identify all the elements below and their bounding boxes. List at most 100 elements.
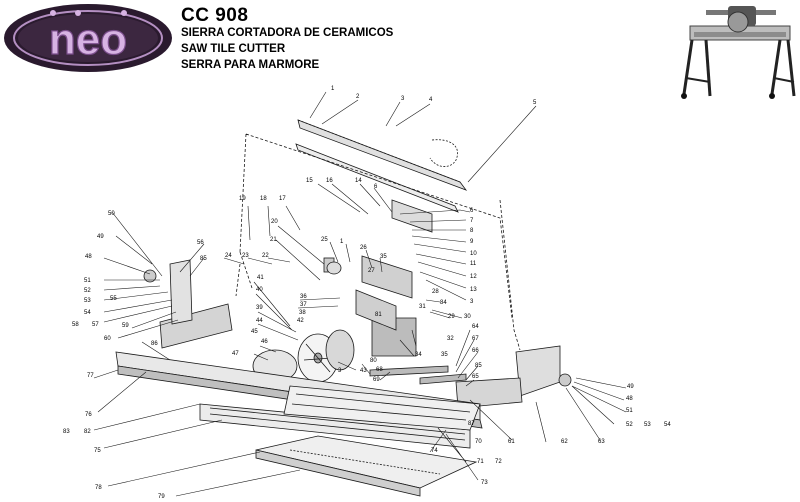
part-label: 75 [94, 448, 101, 454]
part-label: 38 [299, 310, 306, 316]
part-label: 70 [475, 439, 482, 445]
title-portuguese: SERRA PARA MARMORE [181, 59, 320, 71]
part-label: 49 [627, 384, 634, 390]
part-label: 13 [470, 287, 477, 293]
part-label: 41 [257, 275, 264, 281]
part-label: 19 [239, 196, 246, 202]
part-label: 55 [110, 296, 117, 302]
part-label: 17 [279, 196, 286, 202]
part-label: 71 [477, 459, 484, 465]
part-label: 32 [447, 336, 454, 342]
part-label: 48 [85, 254, 92, 260]
part-label: 48 [626, 396, 633, 402]
part-label: 7 [470, 218, 474, 224]
part-label: 1 [331, 86, 335, 92]
part-label: 84 [440, 300, 447, 306]
part-label: 8 [470, 228, 474, 234]
neo-logo: neo [4, 4, 172, 72]
part-label: 83 [63, 429, 70, 435]
part-label: 58 [72, 322, 79, 328]
part-label: 6 [470, 208, 474, 214]
part-label: 50 [108, 211, 115, 217]
part-label: 28 [432, 289, 439, 295]
part-label: 46 [261, 339, 268, 345]
part-label: 62 [561, 439, 568, 445]
part-label: 59 [122, 323, 129, 329]
part-label: 3 [470, 299, 474, 305]
part-label: 81 [375, 312, 382, 318]
part-label: 29 [448, 314, 455, 320]
part-label: 78 [95, 485, 102, 491]
part-label: 69 [373, 377, 380, 383]
tile-saw-product-image [681, 6, 796, 99]
part-label: 31 [419, 304, 426, 310]
part-label: 53 [84, 298, 91, 304]
part-label: 57 [92, 322, 99, 328]
part-label: 42 [297, 318, 304, 324]
part-label: 64 [472, 324, 479, 330]
part-label: 24 [225, 253, 232, 259]
part-label: 52 [626, 422, 633, 428]
part-label: 30 [464, 314, 471, 320]
part-label: 5 [533, 100, 537, 106]
part-label: 67 [472, 336, 479, 342]
machine-drawing [115, 119, 572, 497]
part-label: 53 [644, 422, 651, 428]
part-label: 44 [256, 318, 263, 324]
part-label: 47 [232, 351, 239, 357]
part-label: 26 [360, 245, 367, 251]
part-label: 3 [401, 96, 405, 102]
part-label: 1 [340, 239, 344, 245]
part-label: 79 [158, 494, 165, 500]
part-label: 27 [368, 268, 375, 274]
part-label: 49 [97, 234, 104, 240]
part-label: 21 [270, 237, 277, 243]
part-label: 72 [495, 459, 502, 465]
part-label: 80 [370, 358, 377, 364]
part-label: 61 [508, 439, 515, 445]
part-label: 65 [472, 374, 479, 380]
part-label: 18 [260, 196, 267, 202]
part-label: 2 [356, 94, 360, 100]
part-label: 35 [380, 254, 387, 260]
part-label: 39 [256, 305, 263, 311]
part-label: 51 [626, 408, 633, 414]
part-label: 14 [355, 178, 362, 184]
part-label: 76 [85, 412, 92, 418]
part-label: 87 [468, 421, 475, 427]
brand-text: neo [49, 15, 127, 64]
part-label: 43 [360, 368, 367, 374]
part-label: 6 [374, 184, 378, 190]
part-label: 22 [262, 253, 269, 259]
part-label: 34 [415, 352, 422, 358]
part-label: 82 [84, 429, 91, 435]
part-label: 20 [271, 219, 278, 225]
part-label: 45 [251, 329, 258, 335]
part-label: 63 [598, 439, 605, 445]
part-label: 9 [470, 239, 474, 245]
part-label: 85 [475, 363, 482, 369]
part-label: 86 [151, 341, 158, 347]
part-label: 52 [84, 288, 91, 294]
part-label: 68 [376, 367, 383, 373]
part-label: 56 [197, 240, 204, 246]
part-label: 11 [470, 261, 477, 267]
part-label: 23 [242, 253, 249, 259]
part-label: 60 [104, 336, 111, 342]
part-label: 25 [321, 237, 328, 243]
part-label: 36 [300, 294, 307, 300]
part-labels: 1 2 3 4 5 6 6 7 8 9 10 11 12 13 3 14 15 … [63, 86, 671, 500]
part-label: 51 [84, 278, 91, 284]
title-spanish: SIERRA CORTADORA DE CERAMICOS [181, 27, 394, 39]
part-label: 12 [470, 274, 477, 280]
part-label: 3 [338, 368, 342, 374]
title-english: SAW TILE CUTTER [181, 43, 286, 55]
part-label: 74 [431, 448, 438, 454]
part-label: 40 [256, 287, 263, 293]
part-label: 66 [472, 348, 479, 354]
part-label: 73 [481, 480, 488, 486]
model-title: CC 908 [181, 5, 249, 26]
part-label: 54 [84, 310, 91, 316]
part-label: 15 [306, 178, 313, 184]
